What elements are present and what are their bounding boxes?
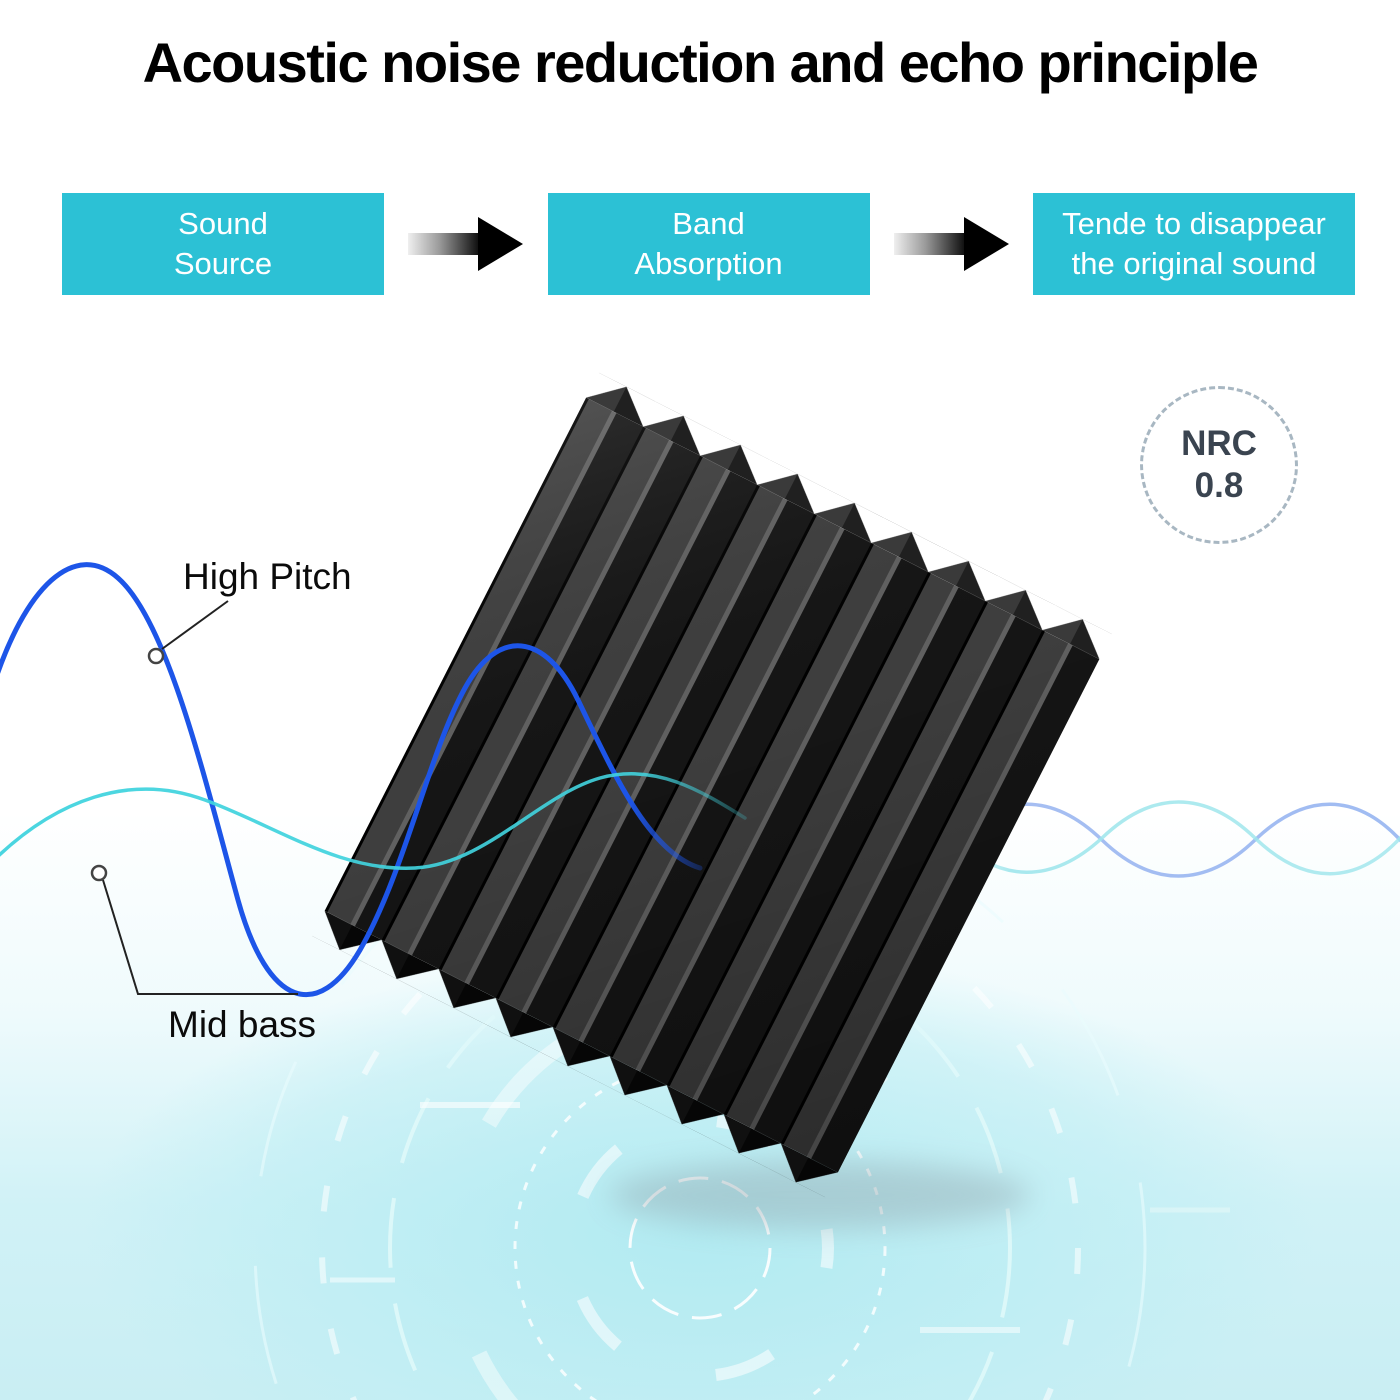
arrow-right-icon [893, 217, 1009, 271]
nrc-label: NRC [1181, 424, 1257, 463]
flow-step-label: Tende to disappear the original sound [1062, 205, 1326, 281]
sound-wave-high-pitch [0, 562, 703, 997]
flow-step-sound-source: Sound Source [62, 193, 384, 295]
panel-wedge-profile-top [586, 372, 1113, 660]
panel-lighting-overlay [324, 397, 1100, 1173]
nrc-value: 0.8 [1194, 466, 1244, 505]
label-mid-bass: Mid bass [168, 1004, 317, 1045]
page-title: Acoustic noise reduction and echo princi… [142, 31, 1259, 94]
leader-lines [90, 600, 298, 995]
acoustic-foam-panel [311, 372, 1113, 1198]
tech-circle-pattern [253, 801, 1230, 1400]
panel-shadow [610, 1161, 1030, 1229]
arrow-right-icon [408, 217, 524, 271]
panel-wedge-profile-bottom [311, 910, 838, 1198]
wave-point-marker-mid [90, 864, 108, 882]
arrow-head [478, 217, 524, 271]
flow-step-disappear: Tende to disappear the original sound [1033, 193, 1355, 295]
nrc-rating-badge: NRC 0.8 [1140, 386, 1298, 544]
sound-wave-right [950, 800, 1400, 878]
arrow-head [963, 217, 1009, 271]
flow-step-label: Sound Source [173, 205, 273, 281]
arrow-shaft [408, 233, 479, 255]
flow-step-label: Band Absorption [634, 205, 783, 281]
wave-point-marker-high [147, 647, 165, 665]
process-flow: Sound Source Band Absorption Tende to di… [62, 193, 1355, 295]
flow-step-band-absorption: Band Absorption [547, 193, 870, 295]
arrow-shaft [893, 233, 964, 255]
sound-wave-mid-bass [0, 772, 747, 870]
label-high-pitch: High Pitch [183, 556, 352, 597]
